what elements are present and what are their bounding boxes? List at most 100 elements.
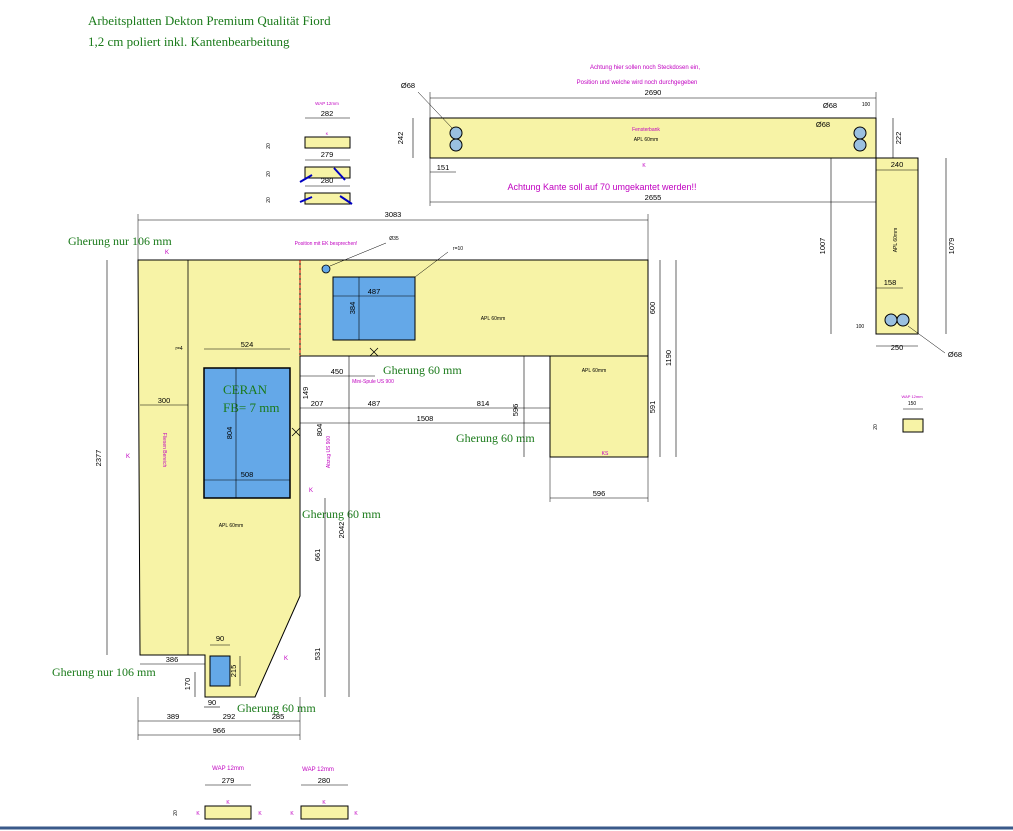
svg-text:207: 207 <box>311 399 324 408</box>
svg-text:APL 60mm: APL 60mm <box>634 137 659 143</box>
svg-text:149: 149 <box>301 387 310 400</box>
gehrung-60-a: Gherung 60 mm <box>383 363 462 377</box>
svg-text:386: 386 <box>166 655 179 664</box>
svg-text:20: 20 <box>266 171 272 177</box>
svg-text:250: 250 <box>891 343 904 352</box>
svg-text:591: 591 <box>648 401 657 414</box>
svg-text:2377: 2377 <box>94 450 103 467</box>
sink-cutout <box>332 276 416 341</box>
svg-text:1007: 1007 <box>818 238 827 255</box>
tap-hole <box>321 264 331 274</box>
svg-text:2042: 2042 <box>337 522 346 539</box>
svg-text:600: 600 <box>648 302 657 315</box>
svg-text:966: 966 <box>213 726 226 735</box>
svg-text:r=10: r=10 <box>453 246 463 252</box>
svg-text:WAP 12mm: WAP 12mm <box>315 101 339 106</box>
svg-text:524: 524 <box>241 340 254 349</box>
header-line2: 1,2 cm poliert inkl. Kantenbearbeitung <box>88 34 290 49</box>
svg-text:K: K <box>322 800 326 806</box>
svg-text:KS: KS <box>602 451 609 457</box>
svg-text:K: K <box>196 811 200 817</box>
gehrung-60-d: Gherung 60 mm <box>237 701 316 715</box>
svg-text:APL 60mm: APL 60mm <box>582 368 607 374</box>
svg-text:240: 240 <box>891 160 904 169</box>
svg-text:Abzug US 900: Abzug US 900 <box>326 436 332 468</box>
svg-text:100: 100 <box>856 324 865 330</box>
svg-text:K: K <box>642 163 646 169</box>
ceran-label: CERAN <box>223 382 268 397</box>
ceran-cooktop <box>203 367 291 499</box>
socket-circle <box>853 126 867 140</box>
header-line1: Arbeitsplatten Dekton Premium Qualität F… <box>88 13 331 28</box>
svg-text:K: K <box>354 811 358 817</box>
svg-text:661: 661 <box>313 549 322 562</box>
svg-text:280: 280 <box>318 776 331 785</box>
svg-text:90: 90 <box>216 634 224 643</box>
svg-text:2690: 2690 <box>645 88 662 97</box>
socket-circle <box>853 138 867 152</box>
svg-text:r=4: r=4 <box>175 346 183 352</box>
svg-text:1190: 1190 <box>664 350 673 366</box>
svg-text:20: 20 <box>266 143 272 149</box>
svg-text:20: 20 <box>173 810 179 816</box>
svg-text:279: 279 <box>222 776 235 785</box>
svg-text:222: 222 <box>894 132 903 145</box>
svg-text:158: 158 <box>884 278 897 287</box>
small-cutout <box>209 655 231 687</box>
svg-text:20: 20 <box>266 197 272 203</box>
svg-text:K: K <box>258 811 262 817</box>
main-worktop: APL 60mm APL 60mm APL 60mm Fliesen Berei… <box>126 250 649 698</box>
svg-text:2655: 2655 <box>645 193 662 202</box>
note-socket-2: Position und welche wird noch durchgegeb… <box>577 80 698 86</box>
svg-text:Ø68: Ø68 <box>401 81 415 90</box>
svg-text:300: 300 <box>158 396 171 405</box>
svg-text:K: K <box>126 454 130 460</box>
svg-text:804: 804 <box>225 427 234 440</box>
socket-circle <box>449 126 463 140</box>
svg-text:Mini-Spule US 900: Mini-Spule US 900 <box>352 379 394 385</box>
svg-text:Ø35: Ø35 <box>389 236 399 242</box>
svg-text:487: 487 <box>368 399 381 408</box>
svg-text:90: 90 <box>208 698 216 707</box>
socket-circle <box>884 313 898 327</box>
gehrung-106-bottom: Gherung nur 106 mm <box>52 665 156 679</box>
svg-text:20: 20 <box>873 424 879 430</box>
worktop-right-section <box>549 355 649 458</box>
svg-text:814: 814 <box>477 399 490 408</box>
svg-text:WAP 12mm: WAP 12mm <box>212 766 244 772</box>
svg-text:280: 280 <box>321 176 334 185</box>
gehrung-106-top: Gherung nur 106 mm <box>68 234 172 248</box>
svg-text:Ø68: Ø68 <box>816 120 830 129</box>
svg-text:531: 531 <box>313 648 322 661</box>
gehrung-60-c: Gherung 60 mm <box>302 507 381 521</box>
svg-text:450: 450 <box>331 367 344 376</box>
fb-label: FB= 7 mm <box>223 400 279 415</box>
worktop-top-bar <box>429 117 877 159</box>
wap-strips-top: WAP 12mm 282 K 279 280 20 20 20 <box>266 101 353 205</box>
svg-text:K: K <box>309 488 313 494</box>
svg-text:151: 151 <box>437 163 450 172</box>
svg-text:K: K <box>226 800 230 806</box>
svg-text:K: K <box>326 131 329 136</box>
svg-text:Fensterbank: Fensterbank <box>632 127 660 133</box>
svg-text:K: K <box>284 656 288 662</box>
svg-text:804: 804 <box>315 424 324 437</box>
svg-text:WAP 12mm: WAP 12mm <box>302 767 334 773</box>
svg-text:APL 60mm: APL 60mm <box>219 523 244 529</box>
svg-text:APL 60mm: APL 60mm <box>481 316 506 322</box>
worktop-right-leg <box>875 157 919 335</box>
svg-text:150: 150 <box>908 401 917 407</box>
svg-text:APL 60mm: APL 60mm <box>893 228 899 253</box>
note-position: Position mit EK besprechen! <box>295 241 358 247</box>
note-socket-1: Achtung hier sollen noch Steckdosen ein, <box>590 65 700 71</box>
svg-text:3083: 3083 <box>385 210 402 219</box>
svg-text:100: 100 <box>862 102 871 108</box>
svg-text:279: 279 <box>321 150 334 159</box>
svg-text:1079: 1079 <box>947 238 956 255</box>
wap-strip-right: WAP 12mm 150 20 <box>873 394 924 433</box>
svg-text:K: K <box>165 250 169 256</box>
wap-strips-bottom: WAP 12mm 279 K K K 20 WAP 12mm 280 K K K <box>173 766 358 820</box>
gehrung-60-b: Gherung 60 mm <box>456 431 535 445</box>
